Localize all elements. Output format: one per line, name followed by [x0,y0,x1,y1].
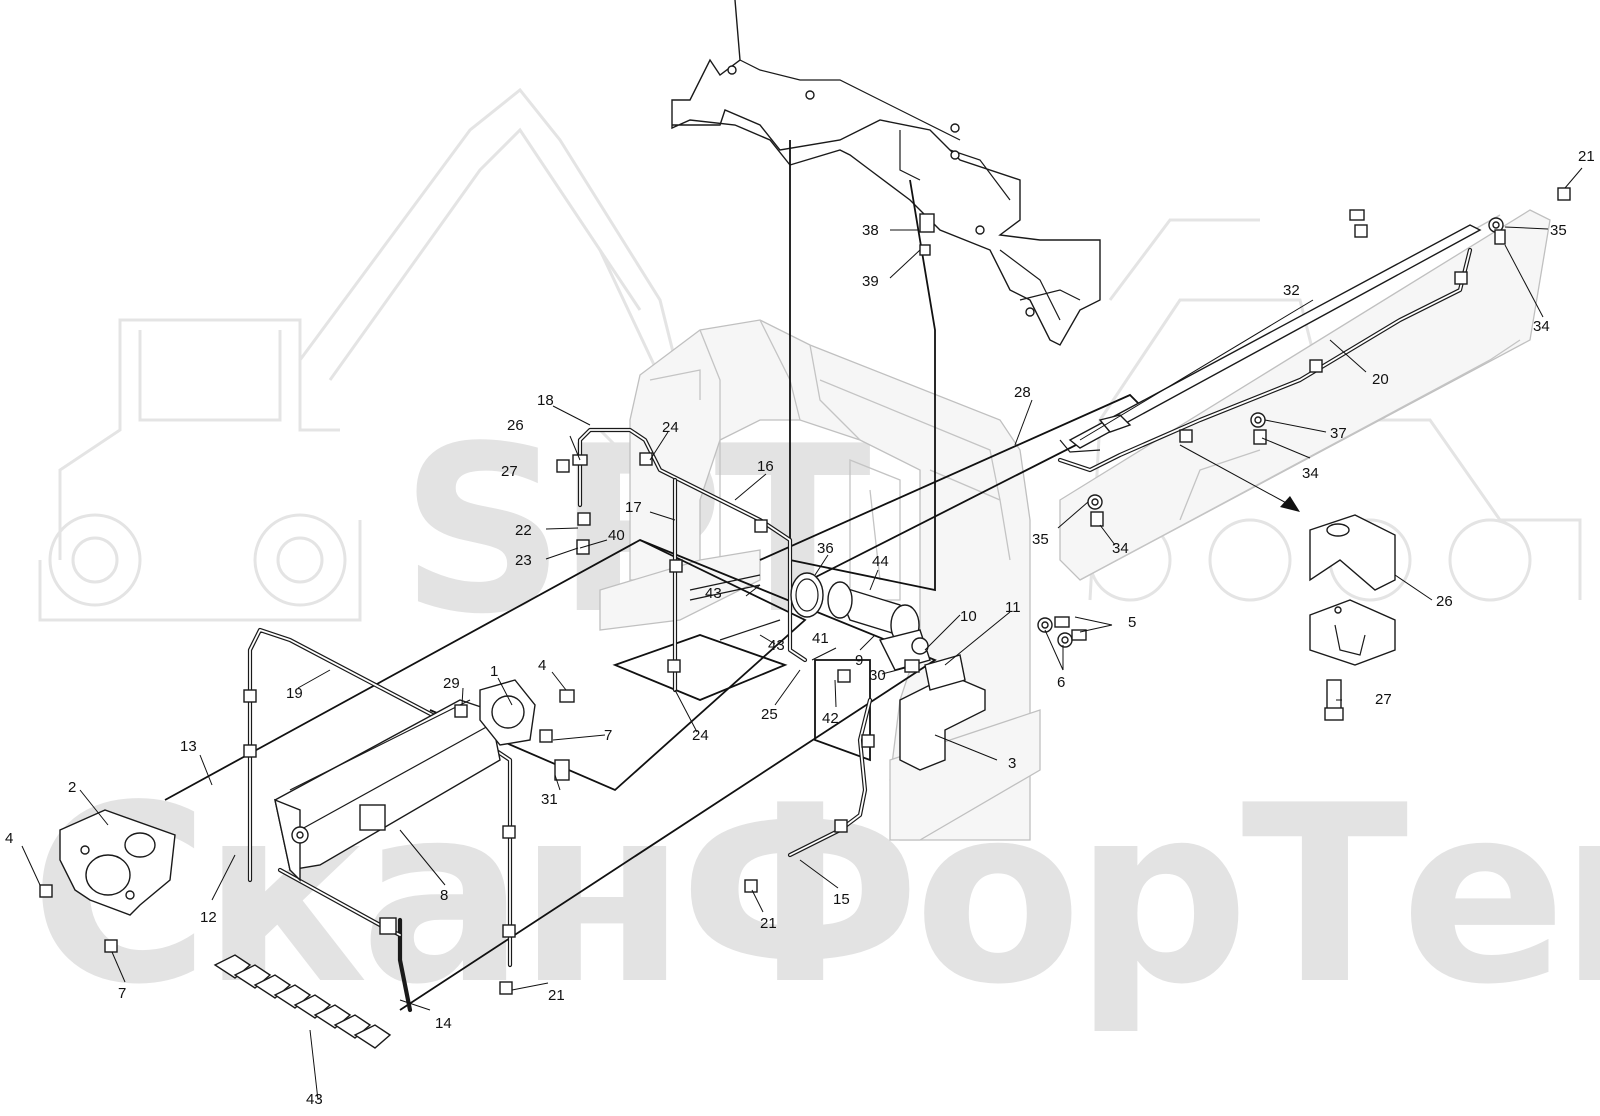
callout-26: 26 [507,417,524,434]
callout-30: 30 [869,667,886,684]
callout-32: 32 [1283,282,1300,299]
callout-43: 43 [768,637,785,654]
watermark-brand-bottom: СканФорТек [30,753,1600,1038]
callout-27: 27 [501,463,518,480]
callout-17: 17 [625,499,642,516]
mounting-flange [59,809,176,916]
callout-16: 16 [757,458,774,475]
callout-29: 29 [443,675,460,692]
callout-25: 25 [761,706,778,723]
callout-labels: 1 2 3 4 4 5 6 7 7 8 9 10 11 12 13 14 15 … [5,148,1595,1108]
callout-26: 26 [1436,593,1453,610]
clamp-bolt [1326,679,1342,711]
callout-2: 2 [68,779,76,796]
support-rail [1059,224,1482,453]
callout-27: 27 [1375,691,1392,708]
callout-34: 34 [1302,465,1319,482]
callout-12: 12 [200,909,217,926]
callout-38: 38 [862,222,879,239]
callout-4: 4 [538,657,546,674]
fuel-lines [243,247,1473,1013]
callout-43: 43 [705,585,722,602]
callout-24: 24 [692,727,709,744]
frame-center-group [429,539,807,792]
callout-37: 37 [1330,425,1347,442]
callout-24: 24 [662,419,679,436]
callout-43: 43 [306,1091,323,1108]
callout-11: 11 [1005,599,1021,616]
callout-8: 8 [440,887,448,904]
callout-35: 35 [1550,222,1567,239]
callout-5: 5 [1128,614,1136,631]
leader-lines [21,167,1583,1101]
callout-28: 28 [1014,384,1031,401]
callout-39: 39 [862,273,879,290]
callout-7: 7 [118,985,126,1002]
callout-31: 31 [541,791,558,808]
callout-23: 23 [515,552,532,569]
callout-9: 9 [855,652,863,669]
callout-15: 15 [833,891,850,908]
frame-small-bracket [814,659,871,762]
callout-1: 1 [490,663,498,680]
frame-filter-group [612,634,788,701]
callout-19: 19 [286,685,303,702]
callout-10: 10 [960,608,977,625]
callout-34: 34 [1533,318,1550,335]
frame-fuel-lines [789,140,936,592]
callout-35: 35 [1032,531,1049,548]
callout-7: 7 [604,727,612,744]
callout-21: 21 [1578,148,1595,165]
callout-3: 3 [1008,755,1016,772]
heater-unit [274,699,501,882]
callout-6: 6 [1057,674,1065,691]
spring-clips [213,954,392,1049]
clamp-block [1309,514,1396,666]
small-parts [39,187,1571,1049]
gasket [479,679,536,746]
frame-rail-group [759,393,1147,586]
frame-heater-group [164,539,937,1011]
callout-18: 18 [537,392,554,409]
callout-36: 36 [817,540,834,557]
callout-13: 13 [180,738,197,755]
callout-41: 41 [812,630,829,647]
callout-21: 21 [760,915,777,932]
mounting-bracket-top [671,0,1101,346]
callout-4: 4 [5,830,13,847]
callout-14: 14 [435,1015,452,1032]
callout-20: 20 [1372,371,1389,388]
callout-21: 21 [548,987,565,1004]
callout-40: 40 [608,527,625,544]
callout-34: 34 [1112,540,1129,557]
watermark-loader-graphic [1088,218,1582,602]
callout-44: 44 [872,553,889,570]
assembly-frames [164,140,1147,1011]
callout-42: 42 [822,710,839,727]
callout-22: 22 [515,522,532,539]
